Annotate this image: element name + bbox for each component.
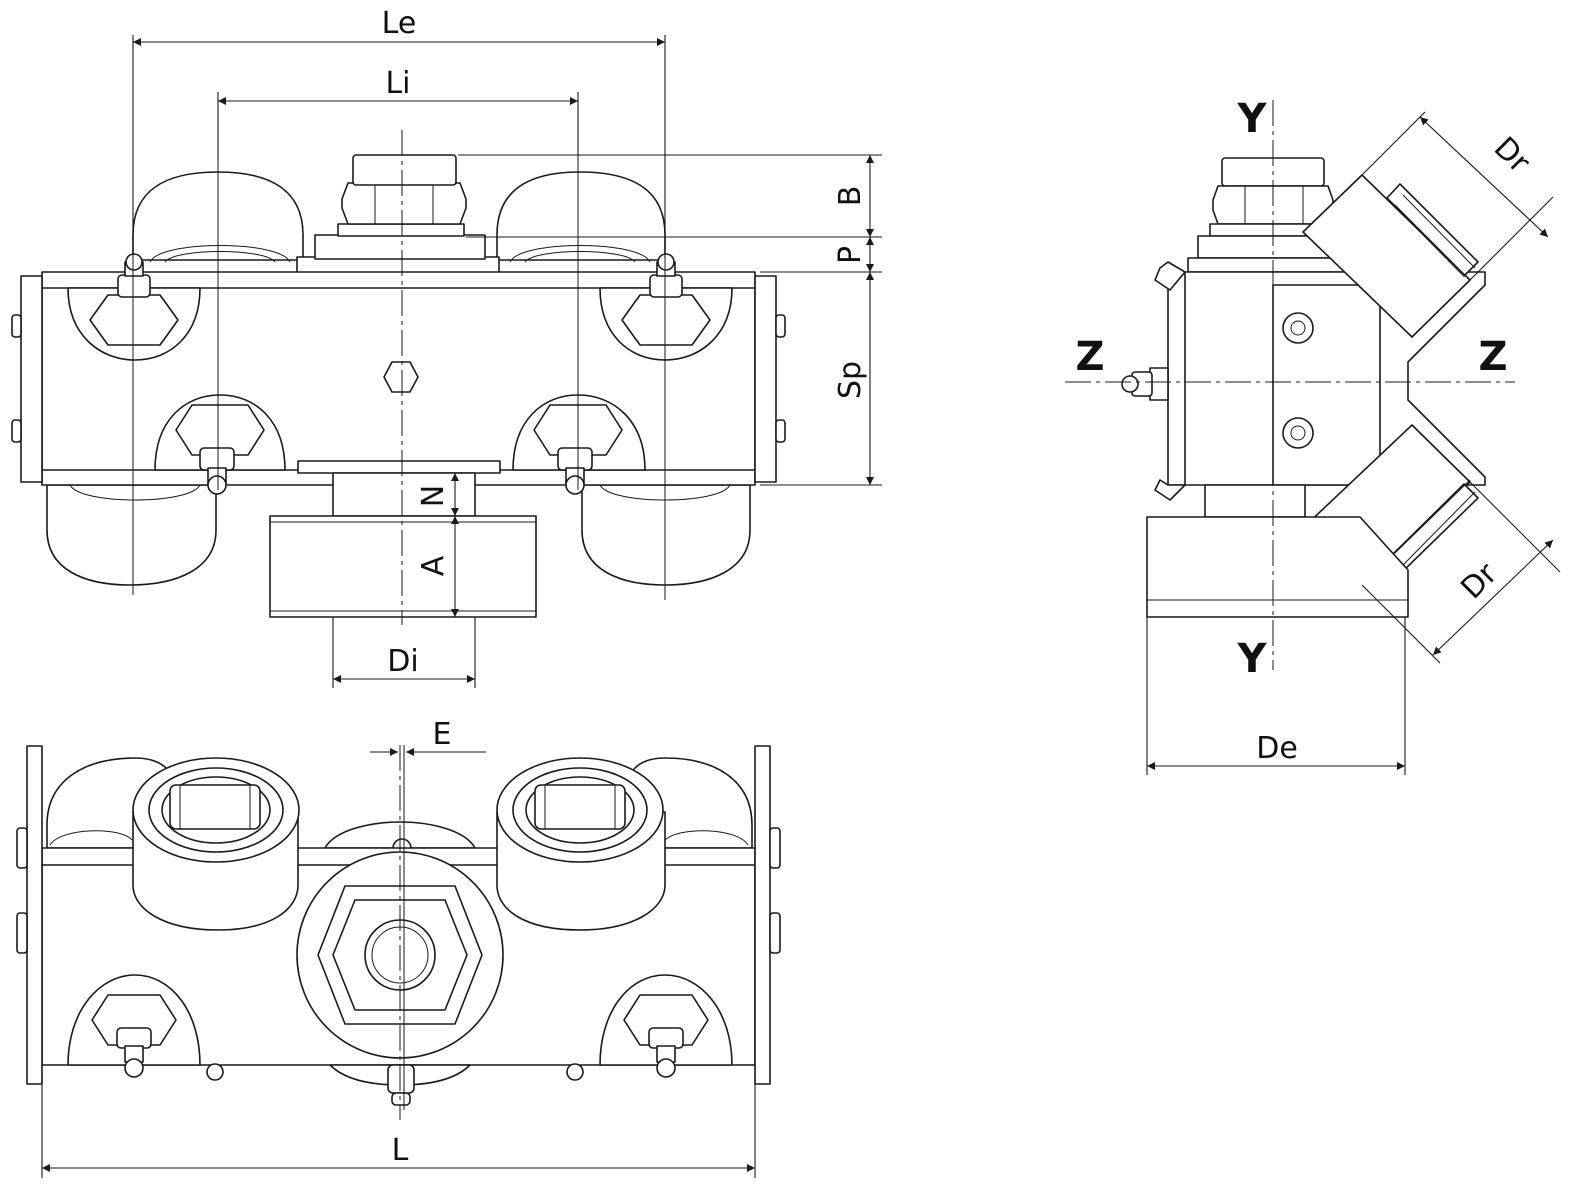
front-dimensions: Le Li B P Sp N A Di [132, 6, 882, 688]
dim-sp-label: Sp [833, 361, 868, 399]
dim-p-label: P [833, 246, 868, 264]
dim-dr-lower-label: Dr [1454, 556, 1504, 606]
dim-de-label: De [1256, 731, 1298, 766]
top-dimensions: E L [41, 717, 756, 1178]
wheel-top-right [496, 171, 666, 261]
front-view [11, 130, 786, 625]
top-view [16, 745, 781, 1120]
side-view [1065, 100, 1515, 670]
dim-l-label: L [392, 1133, 409, 1168]
bottom-flange [269, 515, 537, 618]
axis-y-top: Y [1237, 96, 1268, 142]
dim-e-label: E [433, 717, 452, 752]
axis-z-right: Z [1478, 334, 1507, 380]
dim-n-label: N [416, 485, 451, 507]
dim-a-label: A [416, 555, 451, 576]
top-roller-left [132, 757, 300, 931]
axis-z-left: Z [1075, 334, 1104, 380]
dim-dr-upper-label: Dr [1487, 130, 1537, 180]
dim-le-label: Le [382, 6, 417, 41]
dim-b-label: B [833, 186, 868, 207]
top-roller-right [496, 757, 666, 931]
dim-li-label: Li [385, 66, 410, 101]
dim-di-label: Di [387, 644, 418, 679]
hex-nut [341, 182, 467, 225]
axis-y-bottom: Y [1237, 636, 1268, 682]
wheel-bottom-left [46, 484, 217, 586]
